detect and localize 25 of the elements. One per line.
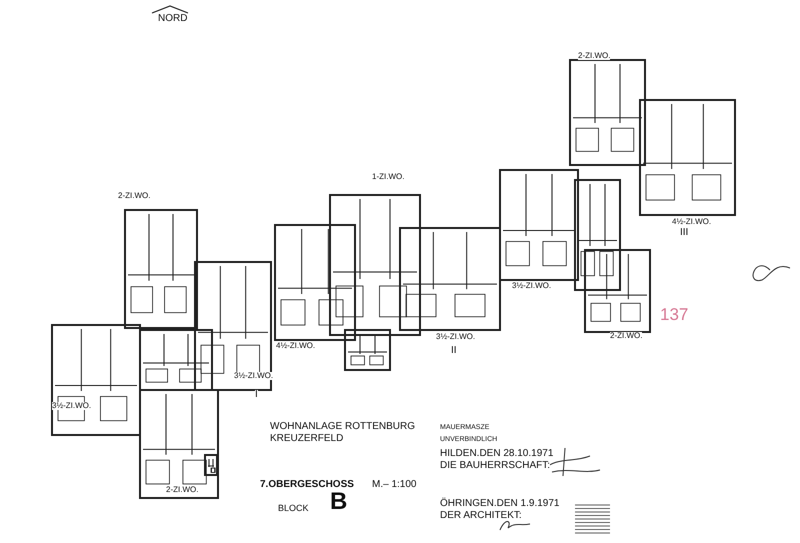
wing-numeral: I — [255, 390, 258, 400]
unit-label: 2-ZI.WO. — [166, 486, 198, 494]
unit-label: 2-ZI.WO. — [610, 332, 642, 340]
date-text: HILDEN.DEN 28.10.1971 — [440, 449, 554, 459]
signature-caption: DER ARCHITEKT: — [440, 511, 522, 521]
north-label: NORD — [158, 14, 188, 24]
unit-label: 4½-ZI.WO. — [672, 218, 712, 226]
signature-caption: DIE BAUHERRSCHAFT: — [440, 461, 550, 471]
date-text: ÖHRINGEN.DEN 1.9.1971 — [440, 499, 560, 509]
project-title: KREUZERFELD — [270, 434, 344, 444]
scale-text: M.– 1:100 — [372, 480, 416, 490]
project-title: WOHNANLAGE ROTTENBURG — [270, 422, 416, 432]
unit-label: 3½-ZI.WO. — [436, 333, 476, 341]
unit-label: 2-ZI.WO. — [578, 52, 610, 60]
unit-label: 3½-ZI.WO. — [234, 372, 274, 380]
block-caption: BLOCK — [278, 504, 309, 513]
wing-numeral: III — [680, 228, 688, 238]
sheet-number: 137 — [660, 306, 688, 323]
unit-label: 1-ZI.WO. — [372, 173, 404, 181]
wing-numeral: II — [451, 346, 457, 356]
floor-title: 7.OBERGESCHOSS — [260, 480, 354, 490]
unit-label: 3½-ZI.WO. — [512, 282, 552, 290]
unit-label: 2-ZI.WO. — [118, 192, 150, 200]
unit-label: 4½-ZI.WO. — [276, 342, 316, 350]
unit-label: 3½-ZI.WO. — [52, 402, 92, 410]
